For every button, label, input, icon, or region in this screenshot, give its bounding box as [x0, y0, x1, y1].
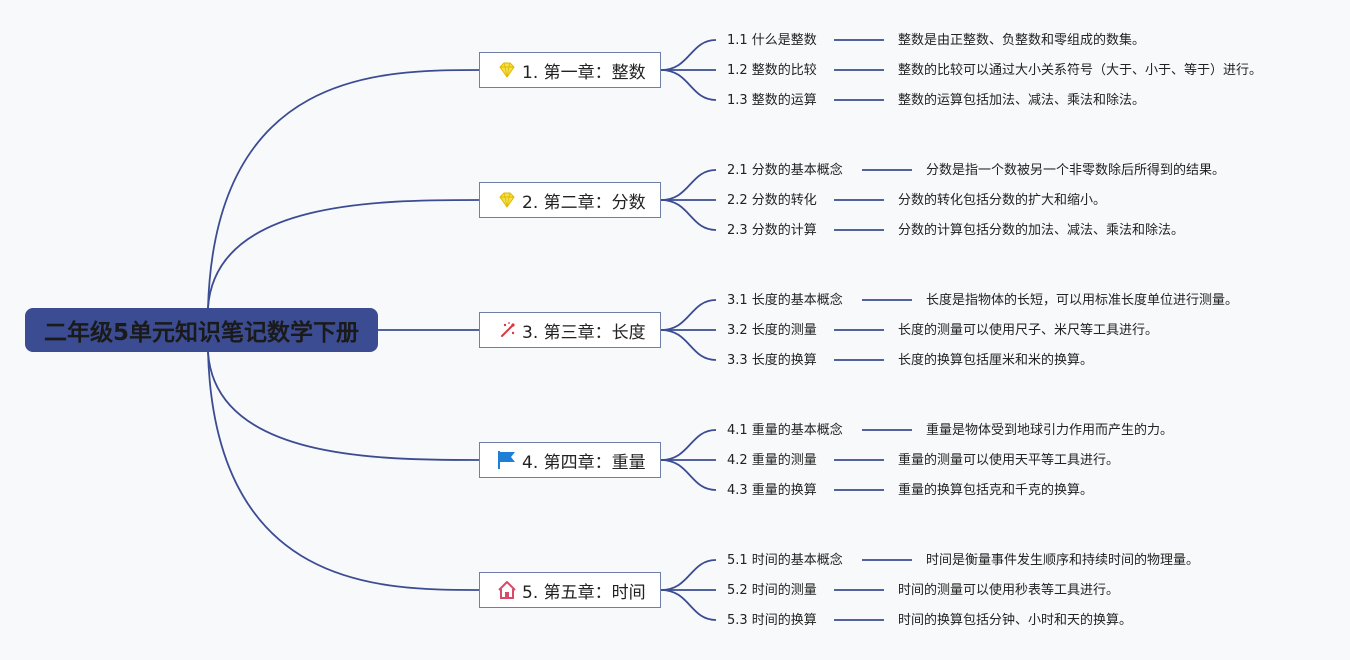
topic-1-3-desc[interactable]: 整数的运算包括加法、减法、乘法和除法。 [898, 93, 1146, 108]
root-topic-label: 二年级5单元知识笔记数学下册 [43, 320, 359, 346]
topic-1-1-desc[interactable]: 整数是由正整数、负整数和零组成的数集。 [898, 33, 1146, 48]
topic-4-1-title[interactable]: 4.1 重量的基本概念 [727, 423, 843, 438]
chapter-3-to-topic-1-connector [660, 299, 717, 331]
topic-2-3-desc[interactable]: 分数的计算包括分数的加法、减法、乘法和除法。 [898, 223, 1185, 238]
chapter-4-topic[interactable]: 4. 第四章：重量 [479, 442, 661, 478]
chapter-3-topic[interactable]: 3. 第三章：长度 [479, 312, 661, 348]
topic-3-1-title[interactable]: 3.1 长度的基本概念 [727, 293, 843, 308]
topic-2-1-desc[interactable]: 分数是指一个数被另一个非零数除后所得到的结果。 [926, 163, 1226, 178]
chapter-2-to-topic-3-connector [660, 199, 717, 231]
diamond-icon [496, 189, 518, 211]
topic-4-2-title[interactable]: 4.2 重量的测量 [727, 453, 817, 468]
chapter-2-topic[interactable]: 2. 第二章：分数 [479, 182, 661, 218]
chapter-2-label: 2. 第二章：分数 [522, 192, 646, 213]
chapter-5-to-topic-3-connector [660, 589, 717, 621]
topic-5-1-title[interactable]: 5.1 时间的基本概念 [727, 553, 843, 568]
topic-5-3-title[interactable]: 5.3 时间的换算 [727, 613, 817, 628]
sparkle-icon [496, 319, 518, 341]
topic-3-2-desc[interactable]: 长度的测量可以使用尺子、米尺等工具进行。 [898, 323, 1159, 338]
root-to-chapter-1-connector [207, 69, 480, 309]
chapter-5-to-topic-1-connector [660, 559, 717, 591]
topic-5-2-desc[interactable]: 时间的测量可以使用秒表等工具进行。 [898, 583, 1120, 598]
diamond-icon [496, 59, 518, 81]
chapter-3-to-topic-3-connector [660, 329, 717, 361]
topic-3-1-desc[interactable]: 长度是指物体的长短，可以用标准长度单位进行测量。 [926, 293, 1239, 308]
chapter-1-to-topic-1-connector [660, 39, 717, 71]
root-to-chapter-5-connector [207, 351, 480, 591]
topic-1-2-title[interactable]: 1.2 整数的比较 [727, 63, 817, 78]
topic-3-3-title[interactable]: 3.3 长度的换算 [727, 353, 817, 368]
chapter-1-topic[interactable]: 1. 第一章：整数 [479, 52, 661, 88]
chapter-3-label: 3. 第三章：长度 [522, 322, 646, 343]
topic-5-3-desc[interactable]: 时间的换算包括分钟、小时和天的换算。 [898, 613, 1133, 628]
chapter-4-to-topic-3-connector [660, 459, 717, 491]
topic-4-1-desc[interactable]: 重量是物体受到地球引力作用而产生的力。 [926, 423, 1174, 438]
chapter-1-to-topic-3-connector [660, 69, 717, 101]
root-to-chapter-4-connector [207, 351, 480, 461]
topic-2-2-title[interactable]: 2.2 分数的转化 [727, 193, 817, 208]
chapter-4-to-topic-1-connector [660, 429, 717, 461]
topic-4-2-desc[interactable]: 重量的测量可以使用天平等工具进行。 [898, 453, 1120, 468]
chapter-4-label: 4. 第四章：重量 [522, 452, 646, 473]
topic-2-3-title[interactable]: 2.3 分数的计算 [727, 223, 817, 238]
topic-1-3-title[interactable]: 1.3 整数的运算 [727, 93, 817, 108]
chapter-5-label: 5. 第五章：时间 [522, 582, 646, 603]
chapter-1-label: 1. 第一章：整数 [522, 62, 646, 83]
topic-5-2-title[interactable]: 5.2 时间的测量 [727, 583, 817, 598]
topic-4-3-title[interactable]: 4.3 重量的换算 [727, 483, 817, 498]
home-icon [496, 579, 518, 601]
topic-1-2-desc[interactable]: 整数的比较可以通过大小关系符号（大于、小于、等于）进行。 [898, 63, 1263, 78]
topic-2-2-desc[interactable]: 分数的转化包括分数的扩大和缩小。 [898, 193, 1107, 208]
chapter-5-topic[interactable]: 5. 第五章：时间 [479, 572, 661, 608]
root-topic[interactable]: 二年级5单元知识笔记数学下册 [25, 308, 378, 352]
root-to-chapter-2-connector [207, 199, 480, 309]
topic-2-1-title[interactable]: 2.1 分数的基本概念 [727, 163, 843, 178]
topic-4-3-desc[interactable]: 重量的换算包括克和千克的换算。 [898, 483, 1094, 498]
topic-3-2-title[interactable]: 3.2 长度的测量 [727, 323, 817, 338]
chapter-2-to-topic-1-connector [660, 169, 717, 201]
topic-5-1-desc[interactable]: 时间是衡量事件发生顺序和持续时间的物理量。 [926, 553, 1200, 568]
flag-icon [496, 449, 518, 471]
topic-1-1-title[interactable]: 1.1 什么是整数 [727, 33, 817, 48]
topic-3-3-desc[interactable]: 长度的换算包括厘米和米的换算。 [898, 353, 1094, 368]
